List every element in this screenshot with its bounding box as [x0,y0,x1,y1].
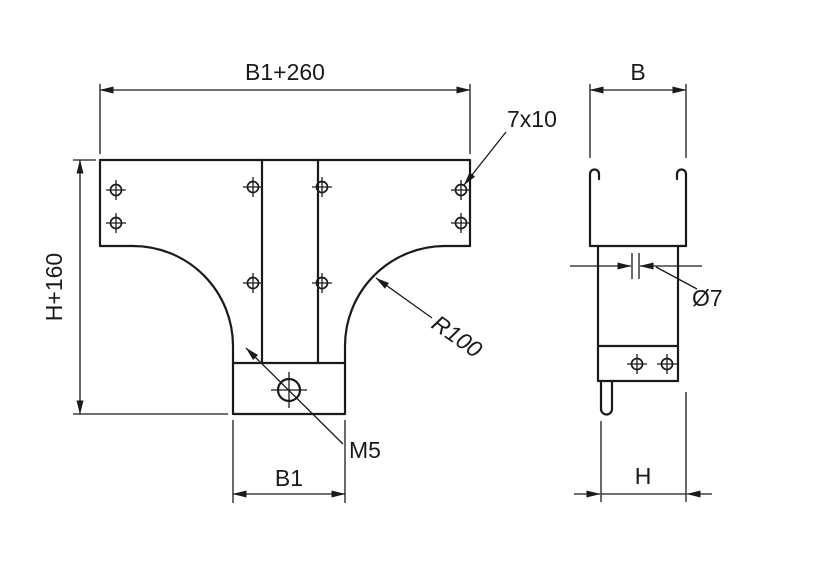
leader-line [245,347,344,445]
leader-line [375,277,433,319]
hole-marker [311,272,333,294]
hole-marker [626,353,648,375]
dim-side-hole-diameter: Ø7 [570,262,723,311]
hole-marker [450,212,472,234]
leader-line [463,131,507,186]
front-view [98,158,472,416]
hole-marker [242,176,264,198]
hole-marker [105,179,127,201]
callout-thread: M5 [245,347,381,463]
dim-label-side-width: B [630,59,645,85]
dim-front-stem-width: B1 [232,420,346,503]
callout-label-radius: R100 [427,310,487,363]
hole-marker [242,272,264,294]
dim-label-top-width: B1+260 [245,59,325,85]
mounting-holes-side [626,353,678,375]
dim-label-height: H+160 [41,253,67,321]
side-bottom-tab [599,379,614,416]
dim-label-stem-width: B1 [275,465,303,491]
side-rail-left [588,168,601,248]
side-rail-right [675,168,688,248]
hole-marker [311,176,333,198]
callout-label-thread: M5 [349,437,381,463]
dim-front-height: H+160 [41,159,228,415]
mounting-holes-front [105,176,472,294]
tee-body-outline [98,158,472,416]
dim-side-width: B [589,59,687,158]
callout-fillet-radius: R100 [375,277,487,363]
dim-side-depth: H [574,392,712,502]
hole-marker [105,212,127,234]
dim-label-side-depth: H [635,463,652,489]
leader-line [655,266,698,290]
callout-label-slot: 7x10 [507,106,557,132]
hole-marker [450,179,472,201]
dim-label-hole-diameter: Ø7 [692,285,723,311]
callout-slot: 7x10 [463,106,557,186]
dim-front-top-width: B1+260 [99,59,471,154]
hole-marker [656,353,678,375]
side-view [588,168,688,416]
